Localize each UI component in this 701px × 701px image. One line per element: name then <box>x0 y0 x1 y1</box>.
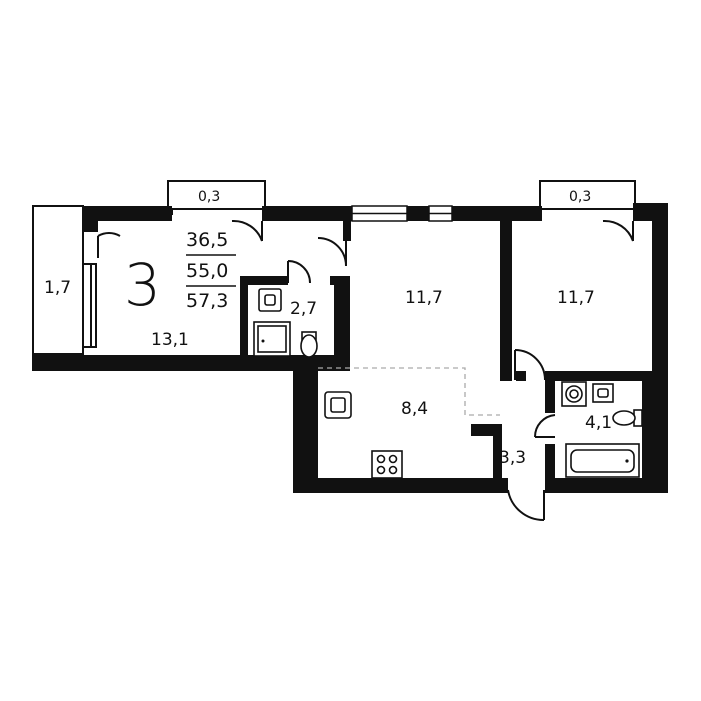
fixtures <box>253 288 643 479</box>
windows <box>351 205 453 222</box>
ledge-left-area: 0,3 <box>198 189 220 205</box>
kitchen-area: 8,4 <box>401 399 428 419</box>
doors <box>287 237 556 522</box>
bathroom-small-area: 2,7 <box>290 299 317 319</box>
room-middle-area: 11,7 <box>405 288 443 308</box>
kitchen-dashed-outline <box>318 367 500 416</box>
room-labels: 1,7 13,1 2,7 11,7 11,7 8,4 3,3 4,1 0,3 0… <box>44 189 612 468</box>
total-area-with-balcony: 57,3 <box>186 290 228 312</box>
summary: 3 36,5 55,0 57,3 <box>124 229 236 319</box>
room-right-area: 11,7 <box>557 288 595 308</box>
room-left-area: 13,1 <box>151 330 189 350</box>
room-count: 3 <box>124 251 161 319</box>
bathroom-large-area: 4,1 <box>585 413 612 433</box>
hall-area: 3,3 <box>499 448 526 468</box>
ledge-right-area: 0,3 <box>569 189 591 205</box>
total-area: 55,0 <box>186 260 228 282</box>
living-area: 36,5 <box>186 229 228 251</box>
balcony <box>32 205 121 355</box>
walls <box>32 203 668 493</box>
ledge-left <box>167 180 266 242</box>
balcony-area: 1,7 <box>44 278 71 298</box>
ledge-right <box>539 180 636 242</box>
